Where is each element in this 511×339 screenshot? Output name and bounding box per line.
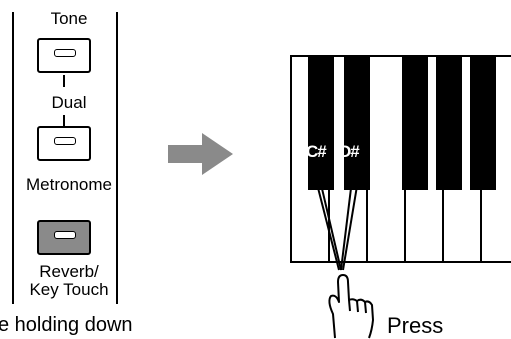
tone-button[interactable] [37,38,91,73]
dual-button-indicator [54,137,76,145]
right-arrow-icon [168,133,233,175]
press-indicator-lines [310,174,364,271]
press-label: Press [387,313,444,338]
dual-label: Dual [51,93,87,112]
reverb-key-touch-button[interactable] [37,220,91,255]
dual-connector-bottom [63,115,65,126]
dual-connector-top [63,75,65,87]
key-label-c-sharp: C# [306,142,327,161]
black-key-c-sharp [308,56,334,190]
tone-label: Tone [50,9,88,28]
black-key-d-sharp [344,56,370,190]
reverb-label-line1: Reverb/ [39,262,99,281]
panel-left-border [12,12,14,304]
tone-button-indicator [54,49,76,57]
dual-button[interactable] [37,126,91,161]
key-label-d-sharp: D# [339,142,360,161]
metronome-label: Metronome [26,175,112,194]
black-keys [308,56,496,190]
black-key [402,56,428,190]
black-key [470,56,496,190]
footer-text: e holding down [0,314,133,336]
white-key [366,55,406,263]
pointing-hand-icon [328,274,374,339]
black-key [436,56,462,190]
panel-right-border [116,12,118,304]
reverb-label-line2: Key Touch [29,280,109,299]
reverb-button-indicator [54,231,76,239]
